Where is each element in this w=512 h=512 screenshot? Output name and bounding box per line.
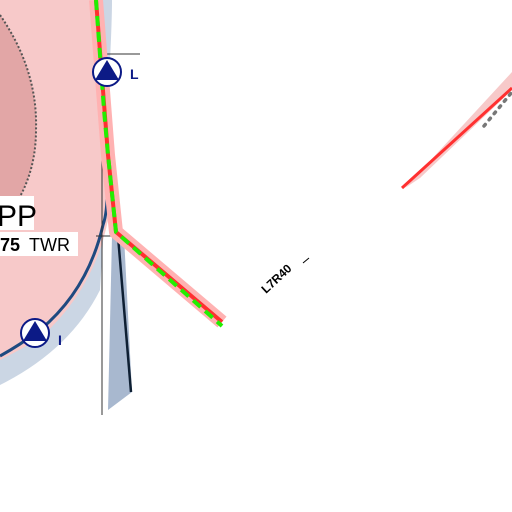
airport-label-bg — [0, 196, 34, 230]
upper-route-dots — [482, 90, 512, 128]
waypoint-I-label: I — [58, 332, 62, 348]
waypoint-L-label: L — [130, 66, 139, 82]
frequency-partial: 75 — [0, 235, 20, 255]
route-segment-tick — [302, 257, 310, 264]
frequency-label-bg — [0, 232, 78, 256]
waypoint-triangle-icon — [95, 60, 119, 80]
route-segment-label: L7R40 — [258, 261, 294, 296]
service-type: TWR — [29, 235, 70, 255]
airspace-inner-sector — [0, 15, 37, 225]
corridor-edge — [116, 235, 133, 393]
waypoint-L[interactable]: L — [92, 57, 139, 87]
waypoint-triangle-icon — [23, 321, 47, 341]
waypoint-I[interactable]: I — [20, 318, 62, 348]
airport-name-partial: PP — [0, 200, 37, 233]
corridor-fill — [108, 236, 132, 410]
upper-route-line — [400, 86, 512, 190]
